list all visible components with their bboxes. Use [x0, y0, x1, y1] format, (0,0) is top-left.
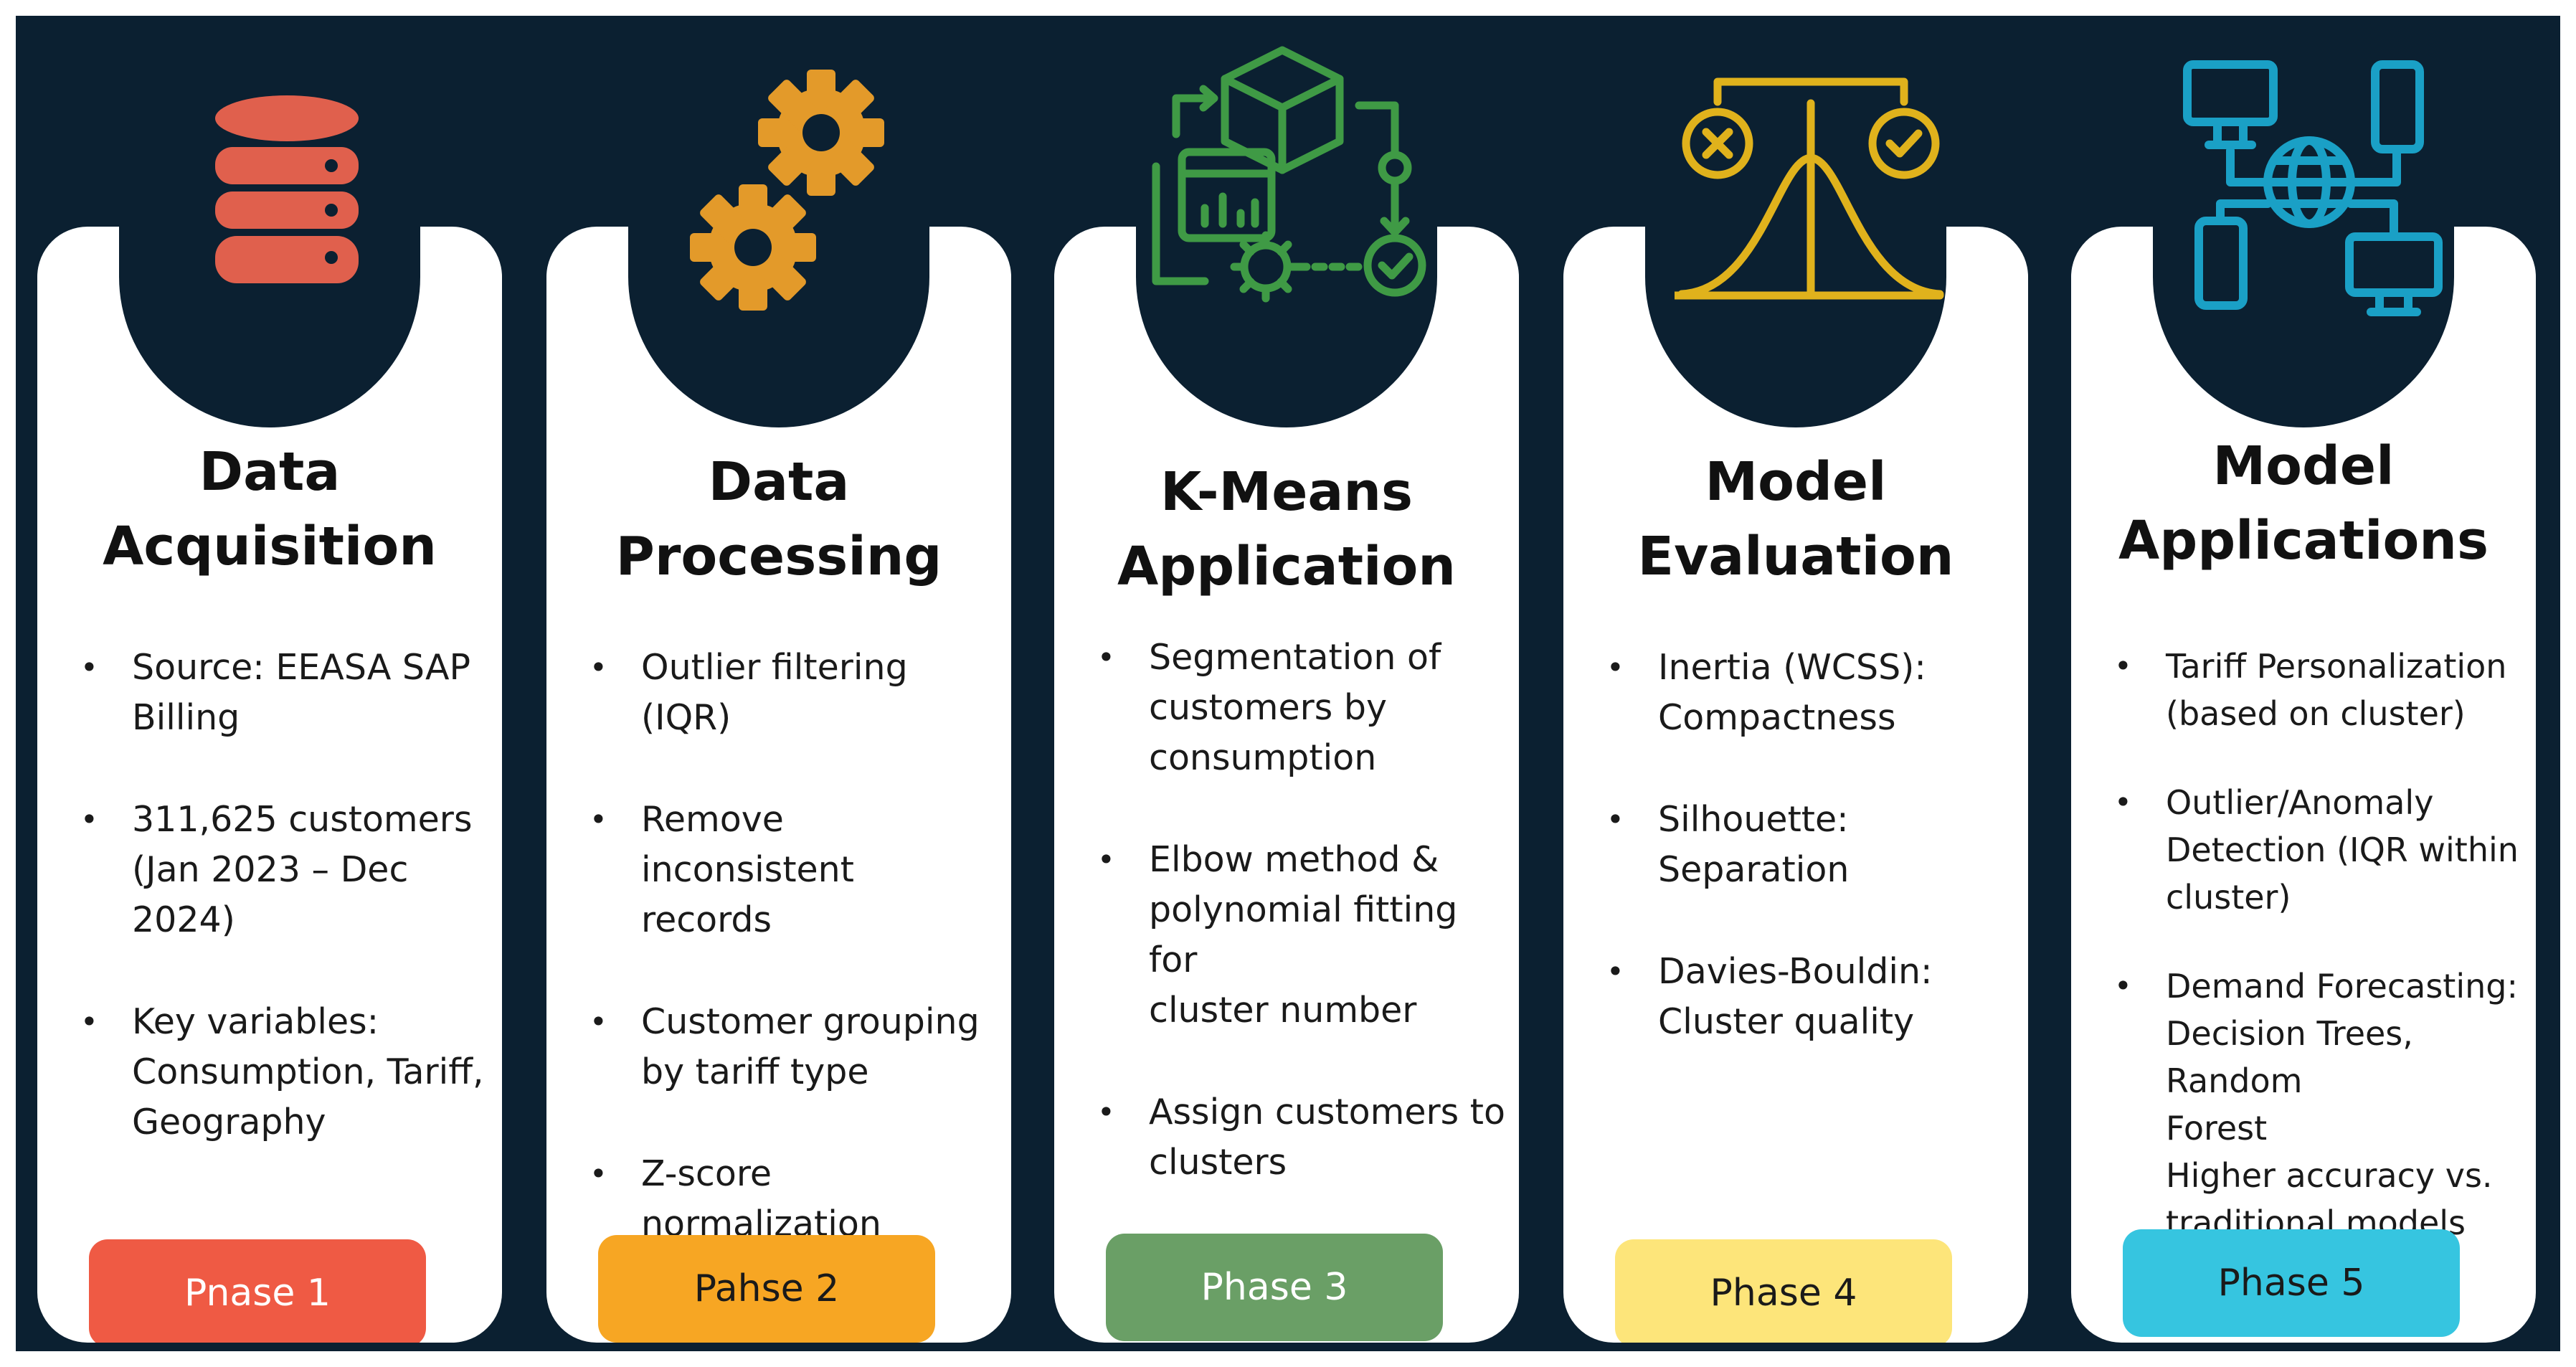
bullet-item: Silhouette:Separation: [1606, 795, 2018, 895]
bullet-list: Tariff Personalization(based on cluster)…: [2114, 643, 2526, 1288]
bullet-item: Davies-Bouldin:Cluster quality: [1606, 947, 2018, 1047]
bullet-item: Outlier filtering(IQR): [589, 643, 1001, 743]
database-icon: [215, 95, 359, 283]
phase-badge: Phase 3: [1106, 1234, 1443, 1341]
bell-curve-evaluation-icon: [1675, 77, 1944, 300]
bullet-item: Elbow method &polynomial fitting forclus…: [1097, 835, 1509, 1036]
workflow-cube-icon: [1152, 46, 1426, 303]
bullet-list: Inertia (WCSS):Compactness Silhouette:Se…: [1606, 643, 2018, 1099]
network-devices-icon: [2183, 60, 2443, 316]
bullet-item: Key variables:Consumption, Tariff,Geogra…: [80, 997, 492, 1148]
gears-icon: [690, 70, 884, 311]
bullet-item: Tariff Personalization(based on cluster): [2114, 643, 2526, 737]
phase-badge: Phase 4: [1615, 1239, 1952, 1343]
phase-badge: Phase 5: [2123, 1229, 2460, 1337]
bullet-item: Inertia (WCSS):Compactness: [1606, 643, 2018, 743]
bullet-list: Outlier filtering(IQR) Remove inconsiste…: [589, 643, 1001, 1301]
bullet-item: Demand Forecasting:Decision Trees, Rando…: [2114, 962, 2526, 1247]
phase-badge: Pahse 2: [598, 1235, 935, 1343]
phase-badge: Pnase 1: [89, 1239, 426, 1343]
